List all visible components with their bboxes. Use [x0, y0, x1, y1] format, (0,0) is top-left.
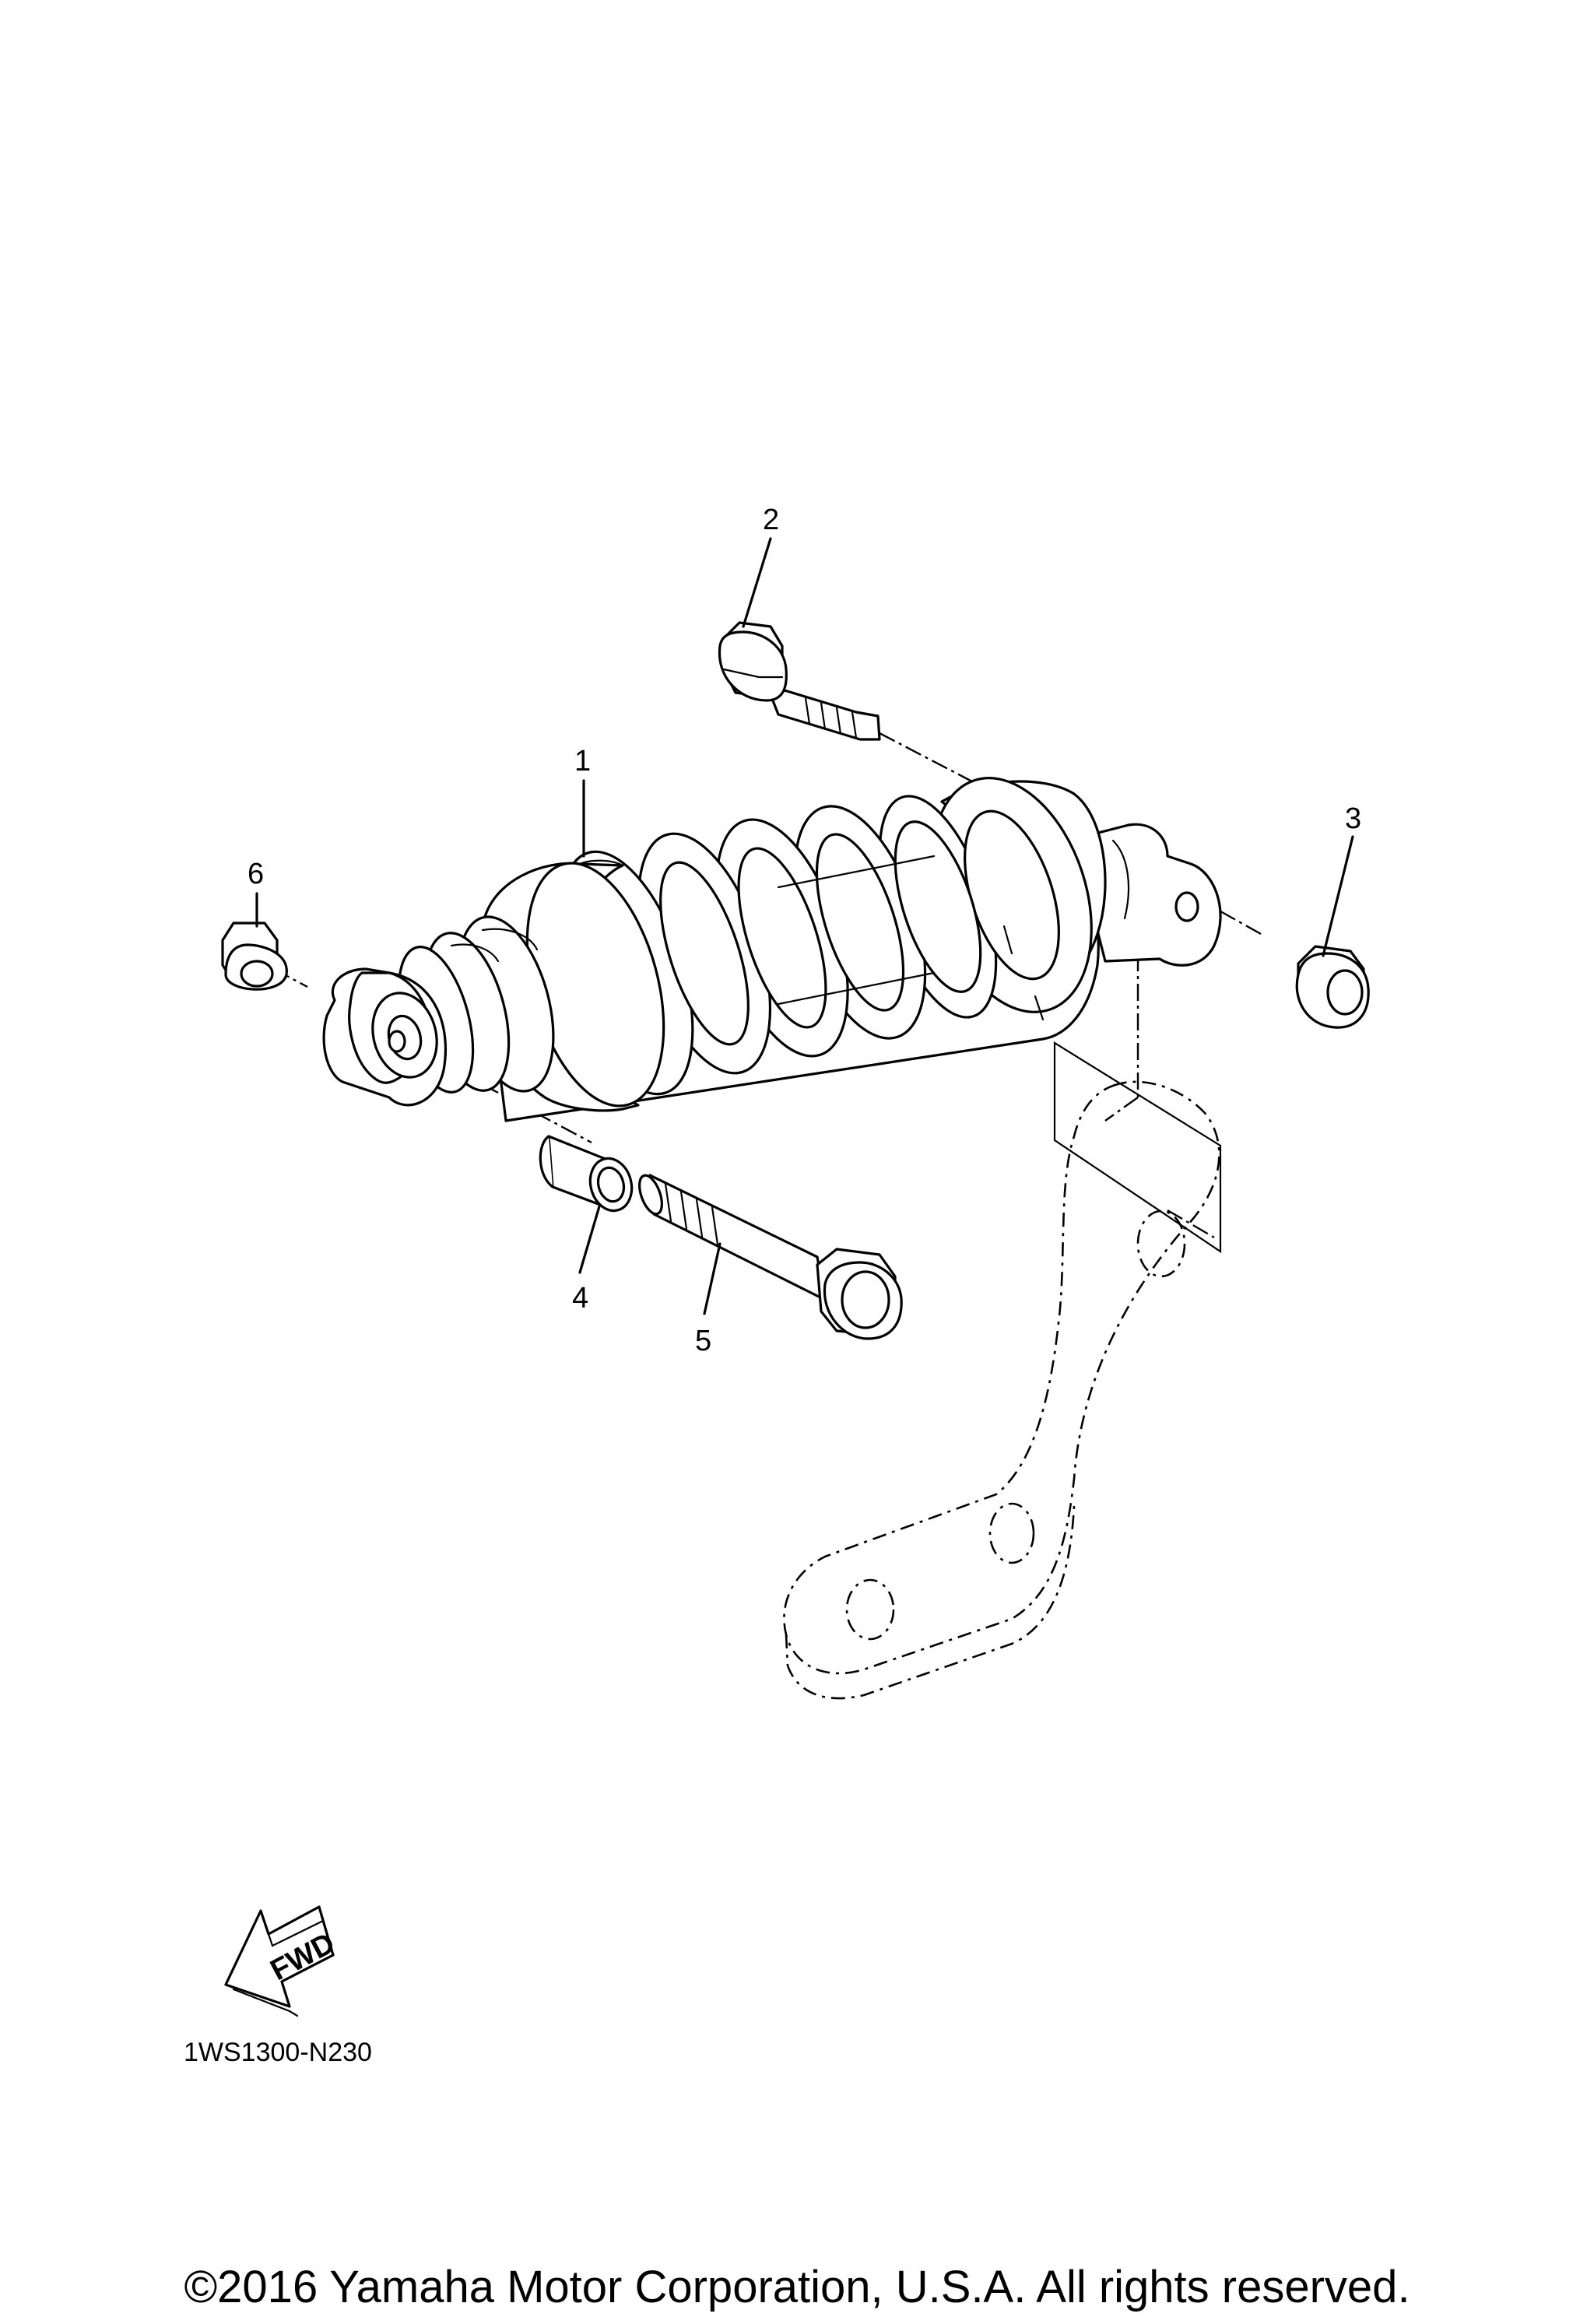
callout-4: 4 [572, 1282, 588, 1315]
upper-nut [1295, 945, 1370, 1029]
relay-arm-ghost [783, 1080, 1220, 1700]
diagram-code: 1WS1300-N230 [184, 2038, 372, 2067]
upper-bolt [718, 621, 881, 741]
leader-lines [255, 537, 1354, 1315]
callout-2: 2 [763, 504, 779, 536]
copyright-notice: ©2016 Yamaha Motor Corporation, U.S.A. A… [184, 2262, 1410, 2312]
lower-nut [221, 922, 288, 991]
lower-bolt [638, 1174, 903, 1340]
rear-shock-absorber [322, 777, 1222, 1122]
bracket-reference [1053, 954, 1222, 1254]
fwd-arrow-icon: FWD [224, 1905, 340, 2017]
callout-5: 5 [695, 1325, 711, 1357]
callout-1: 1 [574, 745, 591, 778]
callout-6: 6 [248, 858, 264, 890]
collar [539, 1135, 634, 1213]
callout-3: 3 [1345, 802, 1361, 835]
